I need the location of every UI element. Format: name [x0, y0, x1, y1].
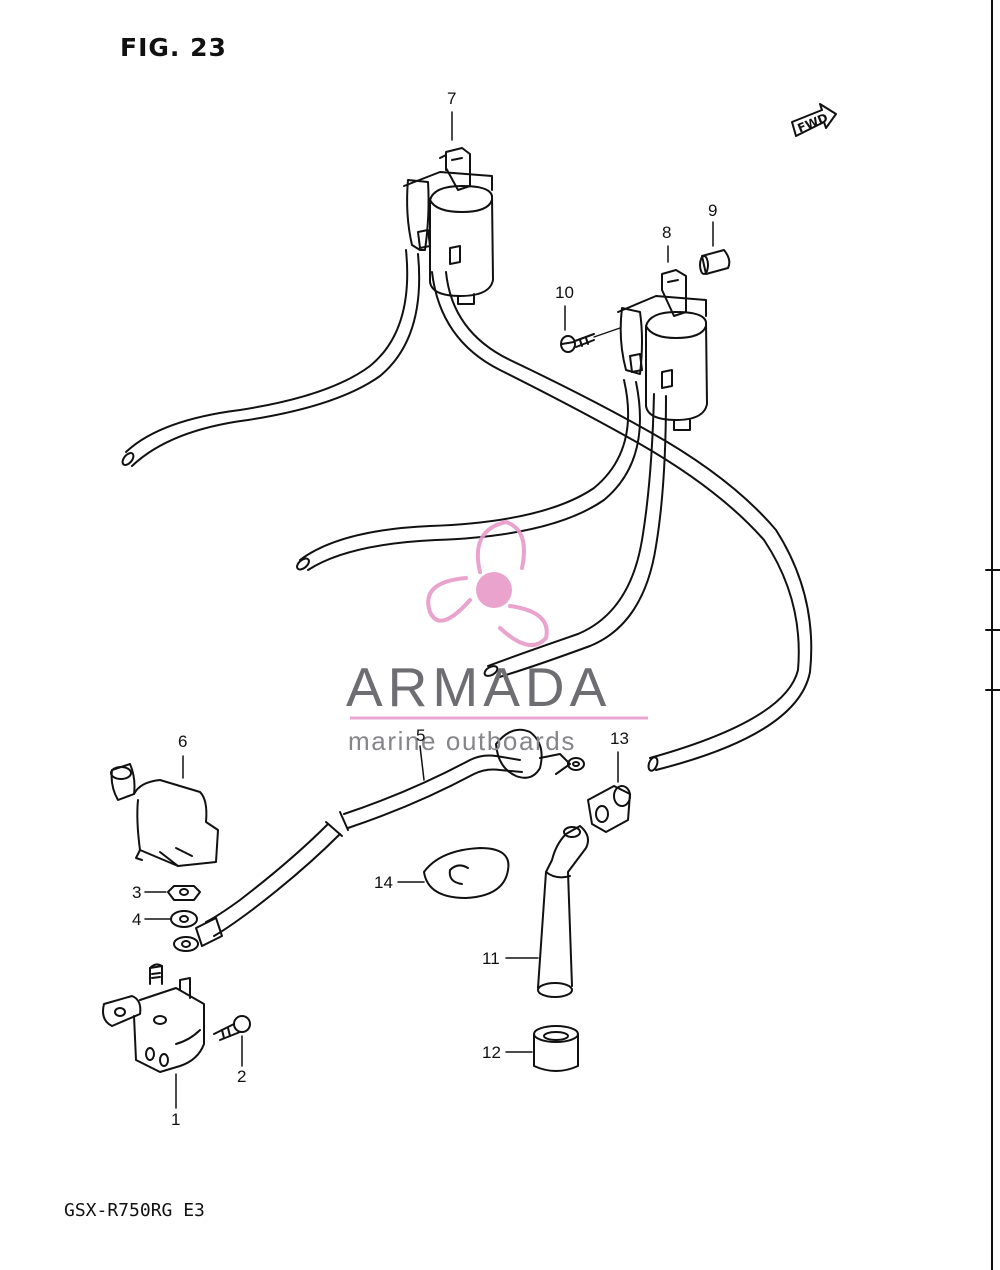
callout-8: 8 [662, 223, 672, 242]
figure-title: FIG. 23 [120, 33, 227, 62]
propeller-icon [426, 519, 549, 648]
callout-10: 10 [555, 283, 574, 302]
relay-1 [102, 963, 205, 1109]
callout-1: 1 [171, 1110, 181, 1129]
ignition-coil-8 [617, 245, 708, 431]
grommet-plate-14 [397, 847, 510, 899]
callout-12: 12 [482, 1043, 501, 1062]
page-edge [985, 0, 1000, 1270]
lead-wire-5 [173, 728, 585, 952]
bolt-2 [213, 1015, 251, 1067]
callout-5: 5 [416, 726, 426, 745]
callout-14: 14 [374, 873, 393, 892]
sleeve-9 [699, 221, 731, 275]
screw-10 [560, 305, 621, 353]
ignition-coil-7 [403, 111, 494, 305]
hightension-lead-8a [296, 379, 641, 571]
callout-2: 2 [237, 1067, 247, 1086]
rubber-13 [587, 751, 631, 833]
rubber-cap-12 [505, 1025, 579, 1072]
watermark-name: ARMADA [346, 656, 612, 718]
plug-cap-11 [505, 825, 589, 998]
callout-4: 4 [132, 910, 142, 929]
watermark-tagline: marine outboards [348, 726, 576, 756]
callout-13: 13 [610, 729, 629, 748]
hightension-lead-7a [121, 249, 421, 467]
cap-6 [110, 755, 219, 867]
model-code: GSX-R750RG E3 [64, 1200, 205, 1221]
callout-3: 3 [132, 883, 142, 902]
fwd-arrow-icon [791, 103, 837, 137]
callout-6: 6 [178, 732, 188, 751]
nut-3 [144, 885, 201, 901]
callout-7: 7 [447, 89, 457, 108]
washer-4 [144, 910, 198, 928]
callout-11: 11 [482, 949, 500, 968]
callout-9: 9 [708, 201, 718, 220]
hightension-lead-7b [431, 271, 813, 772]
hightension-lead-8b [483, 393, 667, 679]
